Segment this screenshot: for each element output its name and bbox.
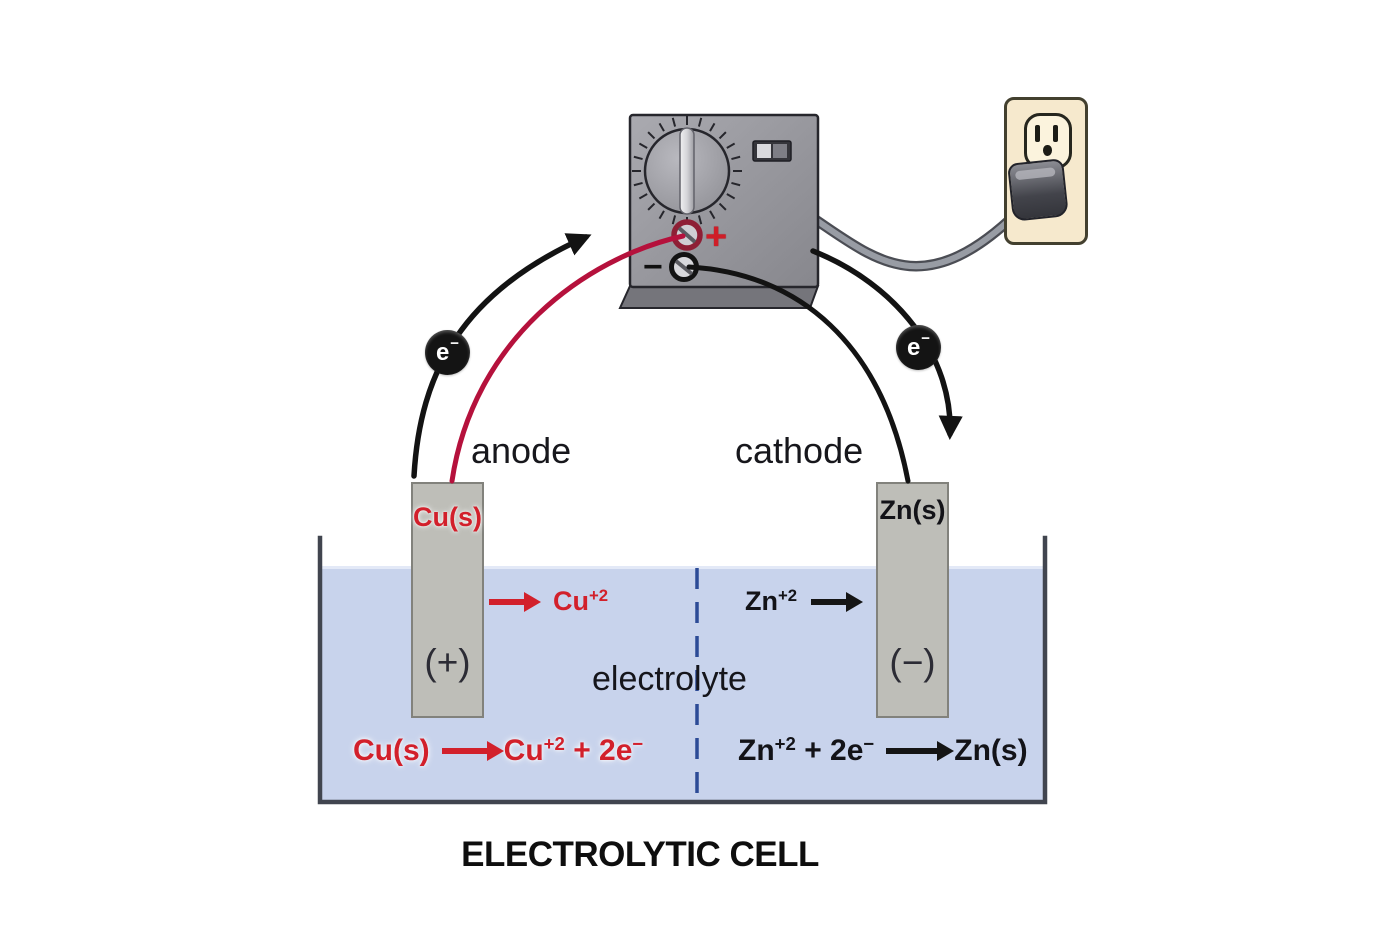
zinc-ion-arrow-icon (811, 598, 848, 605)
cathode-charge-label: (−) (889, 642, 936, 683)
anode-reaction-lhs: Cu(s) (353, 734, 430, 767)
cathode-reaction-lhs: Zn+2 + 2e− (738, 732, 875, 767)
dial-tick-marks (632, 116, 742, 226)
electron-charge-sup: − (450, 335, 460, 352)
electron-badge-left: e− (425, 330, 470, 375)
dial-pointer (679, 127, 695, 215)
copper-electrode-label: Cu(s) (413, 502, 482, 532)
copper-ion-arrow-icon (489, 598, 525, 605)
cathode-reaction-arrow-icon (886, 748, 939, 754)
zinc-electrode-label: Zn(s) (879, 495, 946, 525)
copper-ion-label: Cu+2 (553, 585, 609, 616)
outlet-ground-hole (1043, 145, 1052, 156)
electron-symbol: e (906, 333, 921, 361)
diagram-title: ELECTROLYTIC CELL (461, 835, 819, 874)
electron-charge-sup: − (921, 330, 931, 347)
negative-wire-to-cathode (686, 264, 911, 484)
power-switch[interactable] (752, 140, 792, 162)
plus-terminal-label: + (705, 216, 728, 258)
power-cord (810, 206, 1024, 272)
wall-outlet (1004, 97, 1088, 245)
positive-terminal (671, 219, 703, 251)
cathode-half-reaction: Zn+2 + 2e− Zn(s) (738, 732, 1028, 767)
copper-ion-row: Cu+2 (489, 585, 609, 616)
power-plug (1007, 158, 1069, 222)
cathode-reaction-rhs: Zn(s) (954, 734, 1028, 767)
minus-terminal-label: − (643, 248, 663, 286)
anode-label: anode (471, 430, 572, 471)
anode-reaction-arrow-icon (441, 748, 488, 754)
power-supply (618, 113, 820, 309)
electron-badge-right: e− (896, 325, 941, 370)
positive-wire-to-anode (449, 233, 686, 484)
anode-charge-label: (+) (424, 642, 471, 683)
zinc-ion-row: Zn+2 (745, 585, 865, 616)
negative-terminal (669, 252, 699, 282)
tank-walls (317, 535, 1048, 805)
electron-symbol: e (435, 338, 450, 366)
cathode-label: cathode (735, 430, 864, 471)
electrolyte-label: electrolyte (592, 660, 747, 698)
anode-reaction-rhs: Cu+2 + 2e− (503, 732, 644, 767)
outlet-slot-right (1053, 125, 1058, 142)
outlet-slot-left (1035, 125, 1040, 142)
zinc-cathode-electrode (876, 482, 949, 718)
copper-anode-electrode (411, 482, 484, 718)
zinc-ion-label: Zn+2 (745, 585, 798, 616)
anode-half-reaction: Cu(s) Cu+2 + 2e− (353, 732, 644, 767)
